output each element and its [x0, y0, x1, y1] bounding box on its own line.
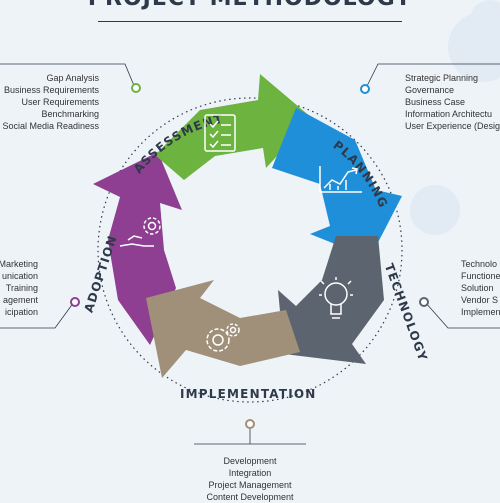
list-item: Business Case — [405, 97, 466, 107]
adoption-items: Marketing unication Training agement ici… — [0, 258, 38, 318]
list-item: Development — [223, 456, 277, 466]
list-item: Implemen — [461, 307, 500, 317]
list-item: Vendor S — [461, 295, 499, 305]
gears-icon — [206, 323, 240, 352]
adoption-marker — [70, 297, 80, 307]
checklist-icon — [204, 114, 236, 152]
page-title: PROJECT METHODOLOGY — [0, 0, 500, 11]
technology-connector — [424, 301, 500, 329]
list-item: Content Development — [206, 492, 294, 502]
implementation-arrow — [146, 280, 300, 378]
list-item: Project Management — [208, 480, 292, 490]
list-item: Marketing — [0, 259, 38, 269]
list-item: Solution — [461, 283, 494, 293]
background-circle — [410, 185, 460, 235]
list-item: Strategic Planning — [405, 73, 479, 83]
adoption-connector — [0, 301, 75, 329]
list-item: unication — [1, 271, 38, 281]
list-item: Social Media Readiness — [2, 121, 99, 131]
list-item: Training — [5, 283, 38, 293]
implementation-connector — [194, 428, 306, 445]
hand-gear-icon — [119, 217, 161, 247]
background-circle — [470, 0, 500, 40]
list-item: Technolo — [461, 259, 498, 269]
list-item: icipation — [4, 307, 38, 317]
technology-marker — [419, 297, 429, 307]
list-item: Business Requirements — [3, 85, 99, 95]
assessment-connector — [0, 63, 136, 89]
list-item: Governance — [405, 85, 455, 95]
planning-marker — [360, 84, 370, 94]
lightbulb-icon — [319, 277, 353, 319]
implementation-label: IMPLEMENTATION — [180, 387, 317, 401]
planning-connector — [365, 63, 500, 89]
technology-label: TECHNOLOGY — [382, 262, 430, 364]
technology-items: Technolo Functione Solution Vendor S Imp… — [461, 258, 500, 318]
list-item: Gap Analysis — [46, 73, 99, 83]
assessment-arrow — [155, 74, 312, 180]
list-item: Functione — [461, 271, 500, 281]
implementation-marker — [245, 419, 255, 429]
technology-arrow — [278, 236, 384, 364]
list-item: Information Architectu — [405, 109, 493, 119]
assessment-marker — [131, 83, 141, 93]
implementation-items: Development Integration Project Manageme… — [175, 455, 325, 503]
growth-chart-icon — [319, 166, 362, 193]
planning-items: Strategic Planning Governance Business C… — [405, 72, 500, 132]
list-item: Benchmarking — [41, 109, 99, 119]
list-item: User Requirements — [21, 97, 99, 107]
list-item: agement — [2, 295, 38, 305]
assessment-items: Gap Analysis Business Requirements User … — [2, 72, 99, 132]
list-item: User Experience (Desig — [405, 121, 500, 131]
dotted-ring — [97, 97, 403, 403]
title-underline — [98, 21, 402, 22]
list-item: Integration — [228, 468, 272, 478]
